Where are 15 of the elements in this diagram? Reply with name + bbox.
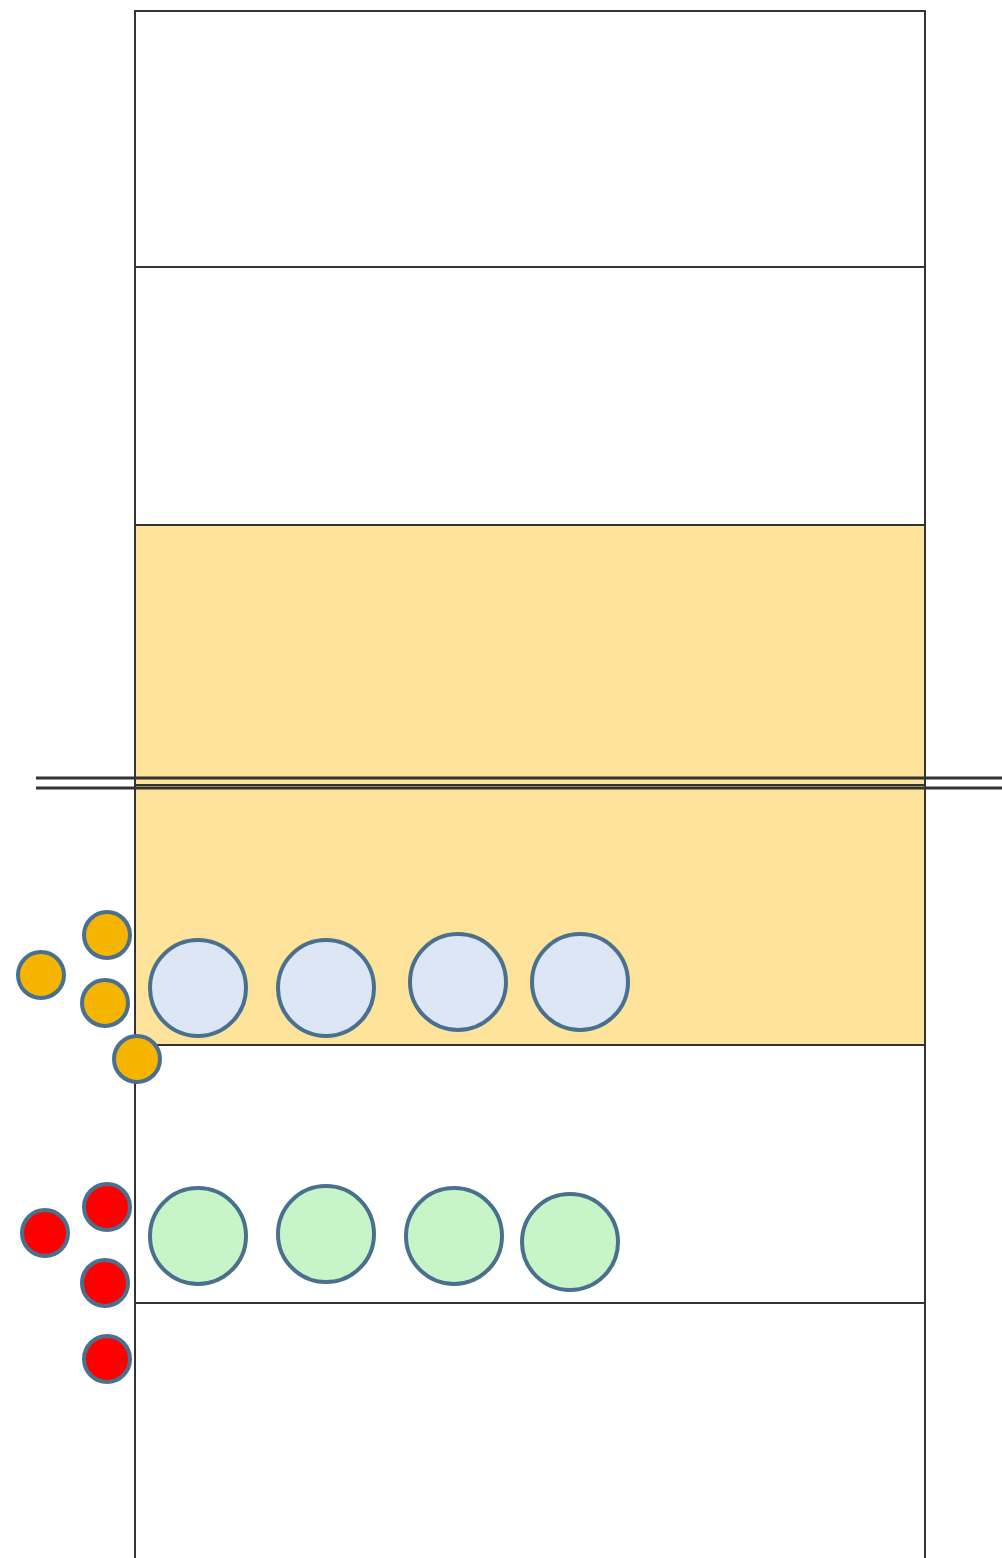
marker-dot <box>82 1182 132 1232</box>
field-band <box>134 10 926 268</box>
marker-dot <box>82 910 132 960</box>
marker-dot <box>16 950 66 1000</box>
field-band <box>134 1044 926 1304</box>
field-band <box>134 266 926 526</box>
marker-dot <box>80 978 130 1028</box>
player-circle <box>147 937 247 1037</box>
marker-dot <box>112 1034 162 1084</box>
field-band <box>134 1302 926 1558</box>
marker-dot <box>20 1208 70 1258</box>
marker-dot <box>82 1334 132 1384</box>
shaded-band <box>134 524 926 786</box>
marker-dot <box>80 1258 130 1308</box>
shaded-band <box>134 784 926 1046</box>
